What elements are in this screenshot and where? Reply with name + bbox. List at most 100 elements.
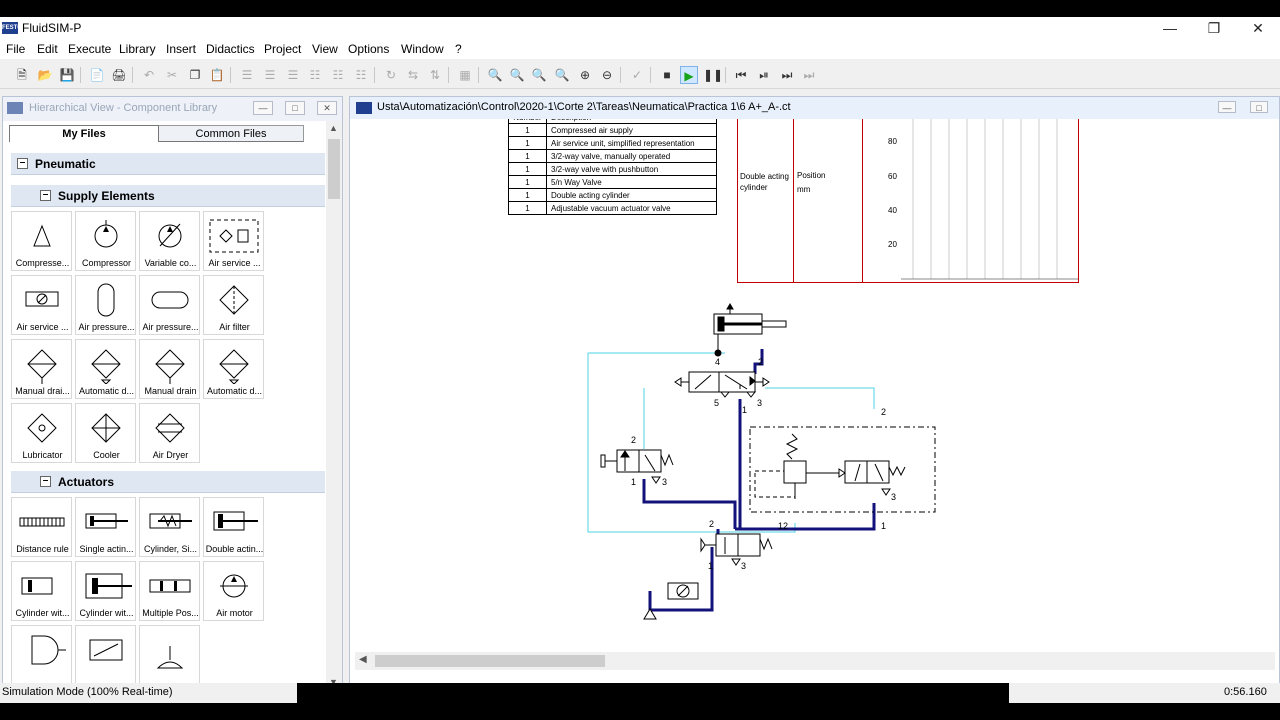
library-item[interactable]: Cylinder, Si... bbox=[139, 497, 200, 557]
library-item[interactable]: Compressor bbox=[75, 211, 136, 271]
step-to-state-icon[interactable]: ⏭ bbox=[781, 68, 793, 82]
menu-execute[interactable]: Execute bbox=[68, 42, 112, 56]
play-icon[interactable]: ▶ bbox=[680, 66, 698, 84]
diagram-canvas[interactable]: NumberDescription1Compressed air supply1… bbox=[355, 119, 1272, 672]
scroll-left-icon[interactable]: ◀ bbox=[359, 654, 367, 665]
fast-forward-icon[interactable]: ⏭ bbox=[803, 68, 815, 82]
align-left-icon[interactable]: ☰ bbox=[241, 68, 253, 82]
zoom-100-icon[interactable]: 🔍 bbox=[487, 68, 503, 82]
library-item[interactable] bbox=[11, 625, 72, 685]
open-folder-icon[interactable]: 📂 bbox=[37, 68, 53, 82]
state-diagram[interactable]: Double acting cylinder Position mm 80 60… bbox=[737, 119, 1079, 283]
library-item[interactable]: Manual drain bbox=[139, 339, 200, 399]
align-center-icon[interactable]: ☰ bbox=[264, 68, 276, 82]
component-icon bbox=[155, 349, 185, 384]
menu-insert[interactable]: Insert bbox=[166, 42, 197, 56]
close-button[interactable]: ✕ bbox=[1252, 20, 1264, 36]
library-item[interactable]: Air pressure... bbox=[139, 275, 200, 335]
preview-icon[interactable]: 📄 bbox=[89, 68, 105, 82]
single-step-icon[interactable]: ⏯ bbox=[759, 68, 769, 82]
restore-button[interactable]: ❐ bbox=[1207, 20, 1221, 36]
grid-icon[interactable]: ▦ bbox=[459, 68, 471, 82]
port-label: 1 bbox=[708, 561, 713, 571]
library-item[interactable]: Compresse... bbox=[11, 211, 72, 271]
library-item[interactable]: Manual drai... bbox=[11, 339, 72, 399]
library-item-label: Cylinder, Si... bbox=[143, 544, 198, 554]
flip-vertical-icon[interactable]: ⇅ bbox=[429, 68, 441, 82]
library-item[interactable]: Single actin... bbox=[75, 497, 136, 557]
menu-view[interactable]: View bbox=[312, 42, 338, 56]
align-right-icon[interactable]: ☰ bbox=[287, 68, 299, 82]
zoom-previous-icon[interactable]: 🔍 bbox=[554, 68, 570, 82]
paste-icon[interactable]: 📋 bbox=[209, 68, 225, 82]
collapse-icon[interactable]: – bbox=[40, 476, 51, 487]
new-file-icon[interactable]: 🗎 bbox=[17, 68, 27, 82]
tab-my-files[interactable]: My Files bbox=[9, 125, 159, 142]
library-scroll-thumb[interactable] bbox=[328, 139, 340, 199]
group-actuators[interactable]: – Actuators bbox=[11, 471, 325, 493]
group-supply-elements[interactable]: – Supply Elements bbox=[11, 185, 325, 207]
menu-help[interactable]: ? bbox=[455, 42, 462, 56]
library-scrollbar[interactable]: ▲ ▼ bbox=[326, 121, 342, 692]
library-item[interactable]: Air service ... bbox=[11, 275, 72, 335]
cut-icon[interactable]: ✂ bbox=[166, 68, 178, 82]
library-item[interactable]: Lubricator bbox=[11, 403, 72, 463]
zoom-fit-icon[interactable]: 🔍 bbox=[509, 68, 525, 82]
save-icon[interactable]: 💾 bbox=[59, 68, 75, 82]
library-maximize-button[interactable]: □ bbox=[285, 101, 305, 115]
menu-project[interactable]: Project bbox=[264, 42, 302, 56]
library-close-button[interactable]: ✕ bbox=[317, 101, 337, 115]
align-top-icon[interactable]: ☷ bbox=[309, 68, 321, 82]
menu-didactics[interactable]: Didactics bbox=[206, 42, 255, 56]
tab-common-files[interactable]: Common Files bbox=[159, 125, 304, 142]
group-pneumatic[interactable]: – Pneumatic bbox=[11, 153, 325, 175]
menu-library[interactable]: Library bbox=[119, 42, 156, 56]
zoom-in-icon[interactable]: ⊕ bbox=[579, 68, 591, 82]
align-bottom-icon[interactable]: ☷ bbox=[355, 68, 367, 82]
copy-icon[interactable]: ❐ bbox=[189, 68, 201, 82]
pause-icon[interactable]: ❚❚ bbox=[703, 68, 724, 82]
library-item[interactable]: Cooler bbox=[75, 403, 136, 463]
menu-window[interactable]: Window bbox=[401, 42, 444, 56]
library-item[interactable] bbox=[139, 625, 200, 685]
library-item[interactable]: Automatic d... bbox=[75, 339, 136, 399]
zoom-out-icon[interactable]: ⊖ bbox=[601, 68, 613, 82]
rotate-icon[interactable]: ↻ bbox=[385, 68, 397, 82]
library-item-label: Air pressure... bbox=[142, 322, 199, 332]
zoom-window-icon[interactable]: 🔍 bbox=[531, 68, 547, 82]
diagram-scroll-thumb[interactable] bbox=[375, 655, 605, 667]
check-drawing-icon[interactable]: ✓ bbox=[631, 68, 643, 82]
undo-icon[interactable]: ↶ bbox=[143, 68, 155, 82]
print-icon[interactable]: 🖨 bbox=[111, 68, 127, 82]
library-item[interactable]: Cylinder wit... bbox=[75, 561, 136, 621]
library-item[interactable]: Multiple Pos... bbox=[139, 561, 200, 621]
diagram-horizontal-scrollbar[interactable]: ◀ bbox=[355, 652, 1275, 670]
collapse-icon[interactable]: – bbox=[17, 158, 28, 169]
library-item[interactable]: Air pressure... bbox=[75, 275, 136, 335]
library-item[interactable]: Cylinder wit... bbox=[11, 561, 72, 621]
pneumatic-circuit[interactable]: 4 2 5 1 3 2 1 3 2 3 1 2 12 1 3 bbox=[355, 119, 1272, 672]
flip-horizontal-icon[interactable]: ⇆ bbox=[407, 68, 419, 82]
library-minimize-button[interactable]: — bbox=[253, 101, 273, 115]
diagram-minimize-button[interactable]: — bbox=[1218, 101, 1236, 113]
library-item[interactable] bbox=[75, 625, 136, 685]
menu-options[interactable]: Options bbox=[348, 42, 390, 56]
stop-icon[interactable]: ■ bbox=[663, 68, 671, 82]
library-item[interactable]: Distance rule bbox=[11, 497, 72, 557]
library-item[interactable]: Air motor bbox=[203, 561, 264, 621]
library-item[interactable]: Air filter bbox=[203, 275, 264, 335]
library-item[interactable]: Variable co... bbox=[139, 211, 200, 271]
collapse-icon[interactable]: – bbox=[40, 190, 51, 201]
library-item[interactable]: Double actin... bbox=[203, 497, 264, 557]
diagram-restore-button[interactable]: □ bbox=[1250, 101, 1268, 113]
library-item[interactable]: Air service ... bbox=[203, 211, 264, 271]
minimize-button[interactable]: — bbox=[1163, 20, 1177, 36]
manual-valve-icon bbox=[700, 533, 773, 566]
align-middle-icon[interactable]: ☷ bbox=[332, 68, 344, 82]
reset-icon[interactable]: ⏮ bbox=[735, 68, 747, 82]
library-item[interactable]: Automatic d... bbox=[203, 339, 264, 399]
menu-edit[interactable]: Edit bbox=[37, 42, 58, 56]
menu-file[interactable]: File bbox=[6, 42, 26, 56]
library-item-label: Single actin... bbox=[79, 544, 134, 554]
library-item[interactable]: Air Dryer bbox=[139, 403, 200, 463]
